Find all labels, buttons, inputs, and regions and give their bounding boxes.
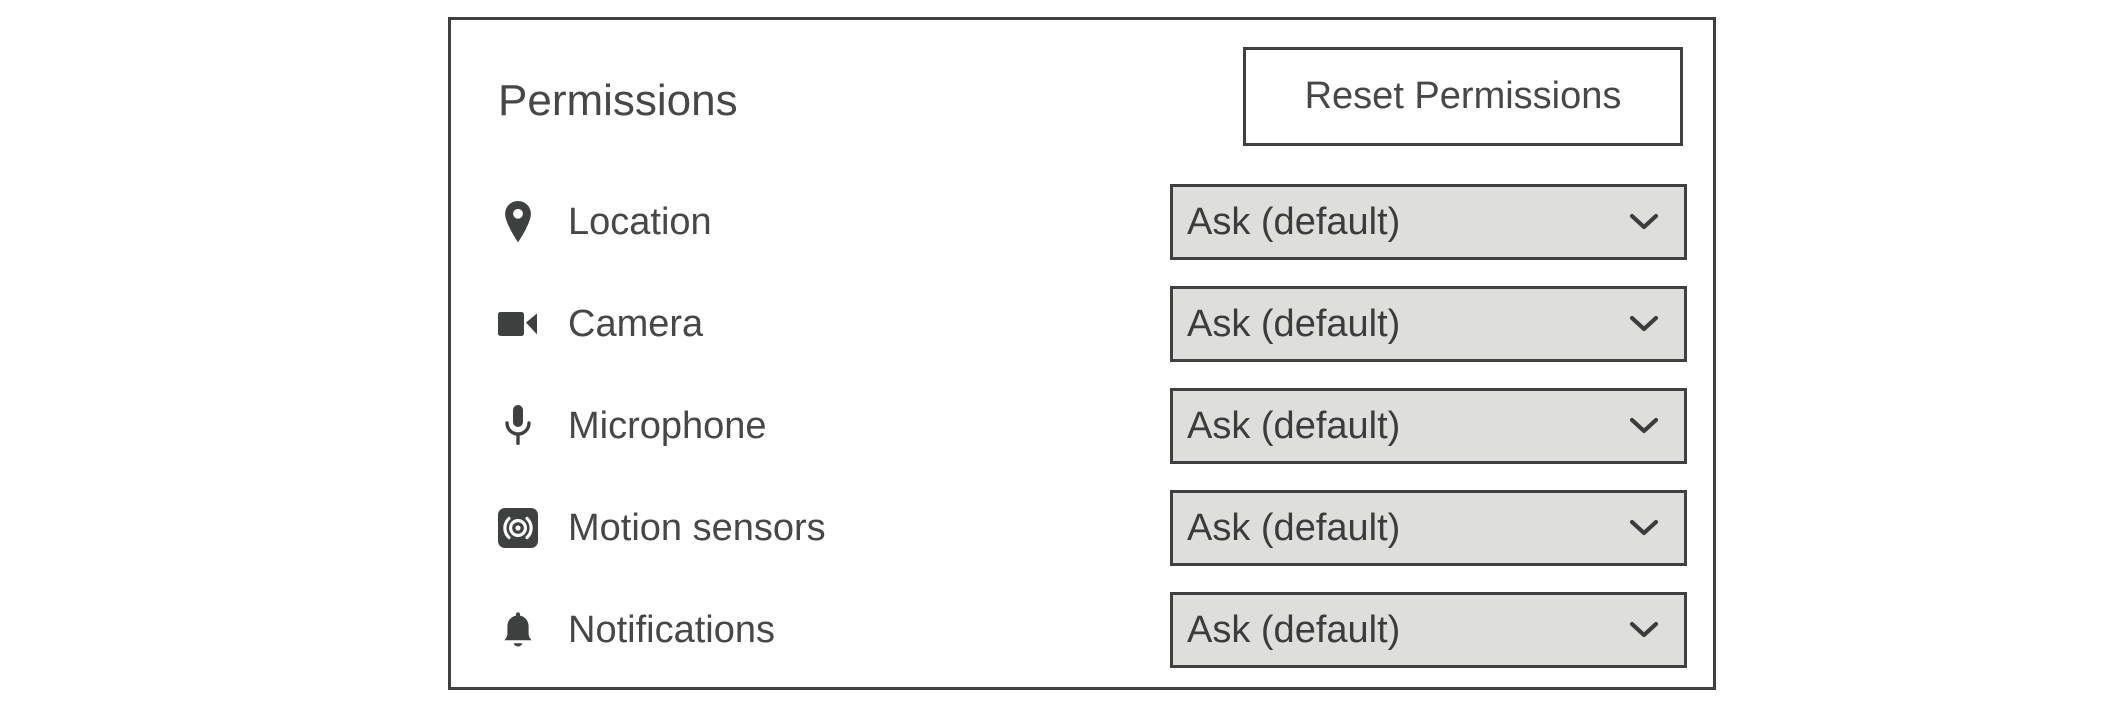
permission-row-motion-sensors: Motion sensors Ask (default) <box>451 485 1713 571</box>
select-value: Ask (default) <box>1187 302 1401 345</box>
location-pin-icon <box>498 200 538 244</box>
permissions-panel: Permissions Reset Permissions Location A… <box>448 17 1716 690</box>
chevron-down-icon <box>1622 595 1666 665</box>
permission-row-location: Location Ask (default) <box>451 179 1713 265</box>
bell-icon <box>498 608 538 652</box>
motion-sensor-icon <box>498 506 538 550</box>
permission-select-camera[interactable]: Ask (default) <box>1170 286 1687 362</box>
permission-label: Location <box>568 201 712 243</box>
permission-label: Notifications <box>568 609 775 651</box>
permission-label: Motion sensors <box>568 507 826 549</box>
permission-row-notifications: Notifications Ask (default) <box>451 587 1713 673</box>
microphone-icon <box>498 404 538 448</box>
chevron-down-icon <box>1622 187 1666 257</box>
permission-select-notifications[interactable]: Ask (default) <box>1170 592 1687 668</box>
select-value: Ask (default) <box>1187 608 1401 651</box>
select-value: Ask (default) <box>1187 404 1401 447</box>
chevron-down-icon <box>1622 391 1666 461</box>
select-value: Ask (default) <box>1187 200 1401 243</box>
chevron-down-icon <box>1622 289 1666 359</box>
permission-select-motion-sensors[interactable]: Ask (default) <box>1170 490 1687 566</box>
permission-row-microphone: Microphone Ask (default) <box>451 383 1713 469</box>
permission-label: Microphone <box>568 405 767 447</box>
page-title: Permissions <box>498 76 738 125</box>
select-value: Ask (default) <box>1187 506 1401 549</box>
permission-select-location[interactable]: Ask (default) <box>1170 184 1687 260</box>
reset-permissions-button[interactable]: Reset Permissions <box>1243 47 1683 146</box>
video-camera-icon <box>498 302 538 346</box>
chevron-down-icon <box>1622 493 1666 563</box>
permission-label: Camera <box>568 303 704 345</box>
permission-row-camera: Camera Ask (default) <box>451 281 1713 367</box>
permission-select-microphone[interactable]: Ask (default) <box>1170 388 1687 464</box>
